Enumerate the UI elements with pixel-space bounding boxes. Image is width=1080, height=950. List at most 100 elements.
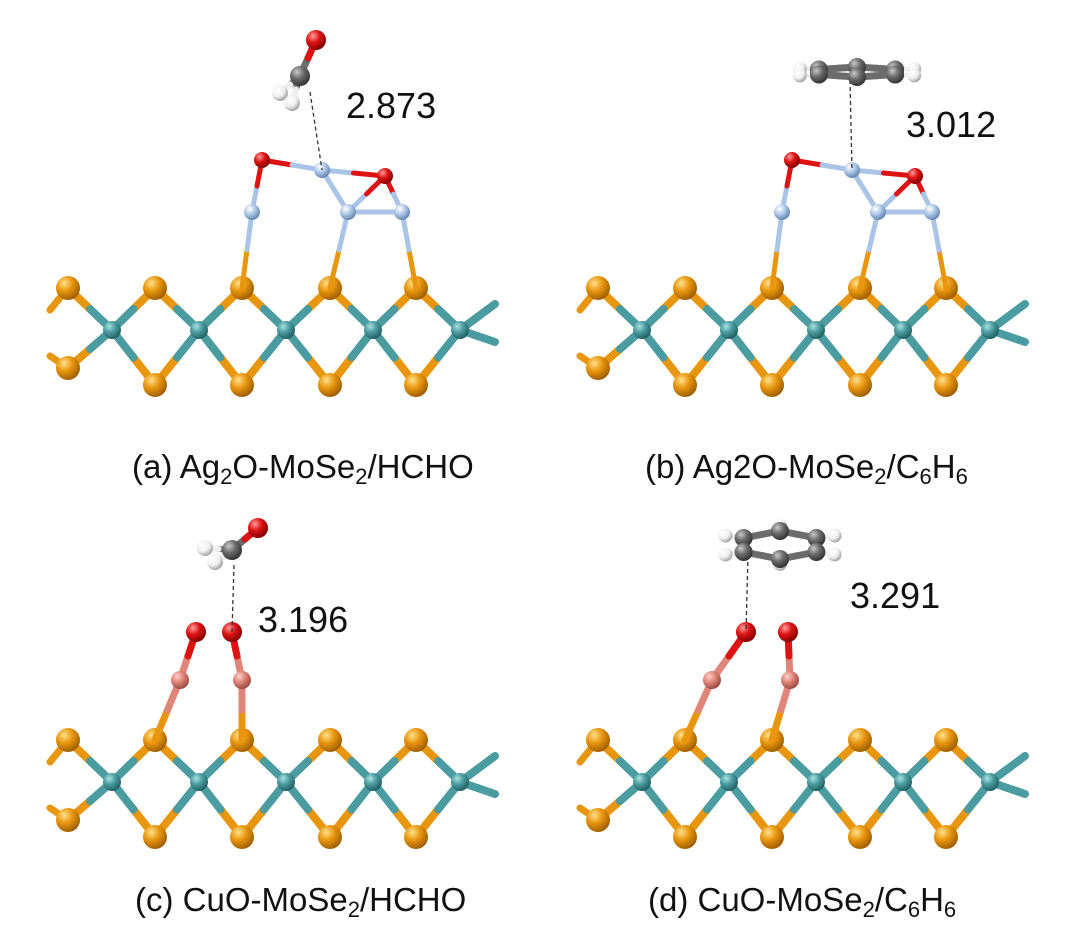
se-atom	[56, 808, 80, 832]
se-atom	[318, 825, 342, 849]
panel-c	[46, 518, 499, 849]
c-atom	[848, 68, 866, 86]
caption-d: (d) CuO-MoSe2/C6H6	[648, 881, 956, 922]
se-atom	[848, 373, 872, 397]
mo-atom	[277, 321, 295, 339]
se-atom	[848, 728, 872, 752]
mo-bond	[473, 784, 499, 798]
se-bond	[46, 352, 63, 366]
se-atom	[934, 373, 958, 397]
cuo-cluster	[151, 622, 251, 744]
c-atom	[807, 529, 826, 547]
se-atom	[673, 276, 697, 300]
c-atom	[771, 522, 789, 540]
cu-atom	[703, 671, 721, 689]
se-bond	[46, 295, 63, 314]
mo-atom	[807, 773, 825, 791]
mo-atom	[190, 321, 208, 339]
h-atom	[827, 547, 842, 562]
se-cu-bond	[768, 706, 785, 744]
mo-bond	[473, 752, 499, 773]
se-atom	[404, 728, 428, 752]
se-atom	[848, 825, 872, 849]
mo-atom	[190, 773, 208, 791]
o-atom	[248, 518, 268, 538]
mo-bond	[1003, 752, 1029, 773]
se-atom	[934, 825, 958, 849]
mo-bond	[1003, 784, 1029, 798]
se-atom	[673, 825, 697, 849]
mo-atom	[981, 773, 999, 791]
dashed-distance-line	[309, 91, 323, 171]
se-atom	[760, 825, 784, 849]
se-atom	[586, 276, 610, 300]
se-atom	[586, 808, 610, 832]
mo-atom	[277, 773, 295, 791]
benzene-molecule	[718, 519, 842, 571]
o-atom	[377, 168, 393, 184]
c-atom	[809, 65, 828, 84]
se-atom	[318, 373, 342, 397]
se-atom	[404, 825, 428, 849]
mo-atom	[364, 321, 382, 339]
se-ag-bond	[936, 247, 949, 291]
mo-atom	[451, 321, 469, 339]
hcho-molecule	[272, 30, 326, 111]
hcho-molecule	[197, 518, 268, 570]
benzene-molecule	[792, 58, 922, 86]
caption-b: (b) Ag2O-MoSe2/C6H6	[645, 448, 968, 489]
se-ag-bond	[406, 247, 419, 291]
cuo-cluster	[681, 622, 799, 744]
c-atom	[290, 66, 310, 86]
mo-atom	[364, 773, 382, 791]
h-atom	[197, 540, 213, 556]
dashed-distance-line	[231, 564, 235, 633]
o-atom	[907, 168, 923, 184]
ag2o-cluster	[239, 152, 419, 291]
caption-c: (c) CuO-MoSe2/HCHO	[135, 881, 466, 922]
se-atom	[56, 276, 80, 300]
se-atom	[760, 373, 784, 397]
se-atom	[934, 728, 958, 752]
mo-atom	[451, 773, 469, 791]
ag-atom	[844, 162, 860, 178]
se-bond	[576, 352, 593, 366]
se-atom	[230, 825, 254, 849]
h-atom	[718, 547, 733, 562]
mose2-slab	[46, 728, 499, 849]
h-atom	[827, 528, 842, 543]
o-atom	[784, 152, 800, 168]
mo-atom	[720, 321, 738, 339]
o-atom	[306, 30, 326, 50]
cu-atom	[233, 671, 251, 689]
mo-bond	[473, 332, 499, 346]
se-bond	[576, 295, 593, 314]
se-bond	[46, 804, 63, 818]
mo-atom	[807, 321, 825, 339]
se-atom	[143, 276, 167, 300]
se-atom	[586, 356, 610, 380]
se-atom	[404, 373, 428, 397]
ag-atom	[244, 204, 260, 220]
se-ag-bond	[327, 247, 342, 291]
mo-atom	[103, 321, 121, 339]
dashed-distance-line	[745, 554, 749, 633]
se-atom	[586, 728, 610, 752]
mo-atom	[633, 773, 651, 791]
c-atom	[886, 65, 905, 84]
h-atom	[907, 68, 922, 83]
ag2o-cluster	[769, 152, 949, 291]
se-bond	[576, 804, 593, 818]
h-atom	[718, 528, 733, 543]
mose2-slab	[576, 728, 1029, 849]
se-ag-bond	[239, 247, 250, 291]
cu-atom	[171, 671, 189, 689]
ag-atom	[924, 204, 940, 220]
h-atom	[284, 95, 300, 111]
ag-atom	[774, 204, 790, 220]
ag-atom	[394, 204, 410, 220]
c-atom	[734, 543, 753, 561]
distance-label-c: 3.196	[258, 599, 348, 640]
o-atom	[778, 622, 798, 642]
